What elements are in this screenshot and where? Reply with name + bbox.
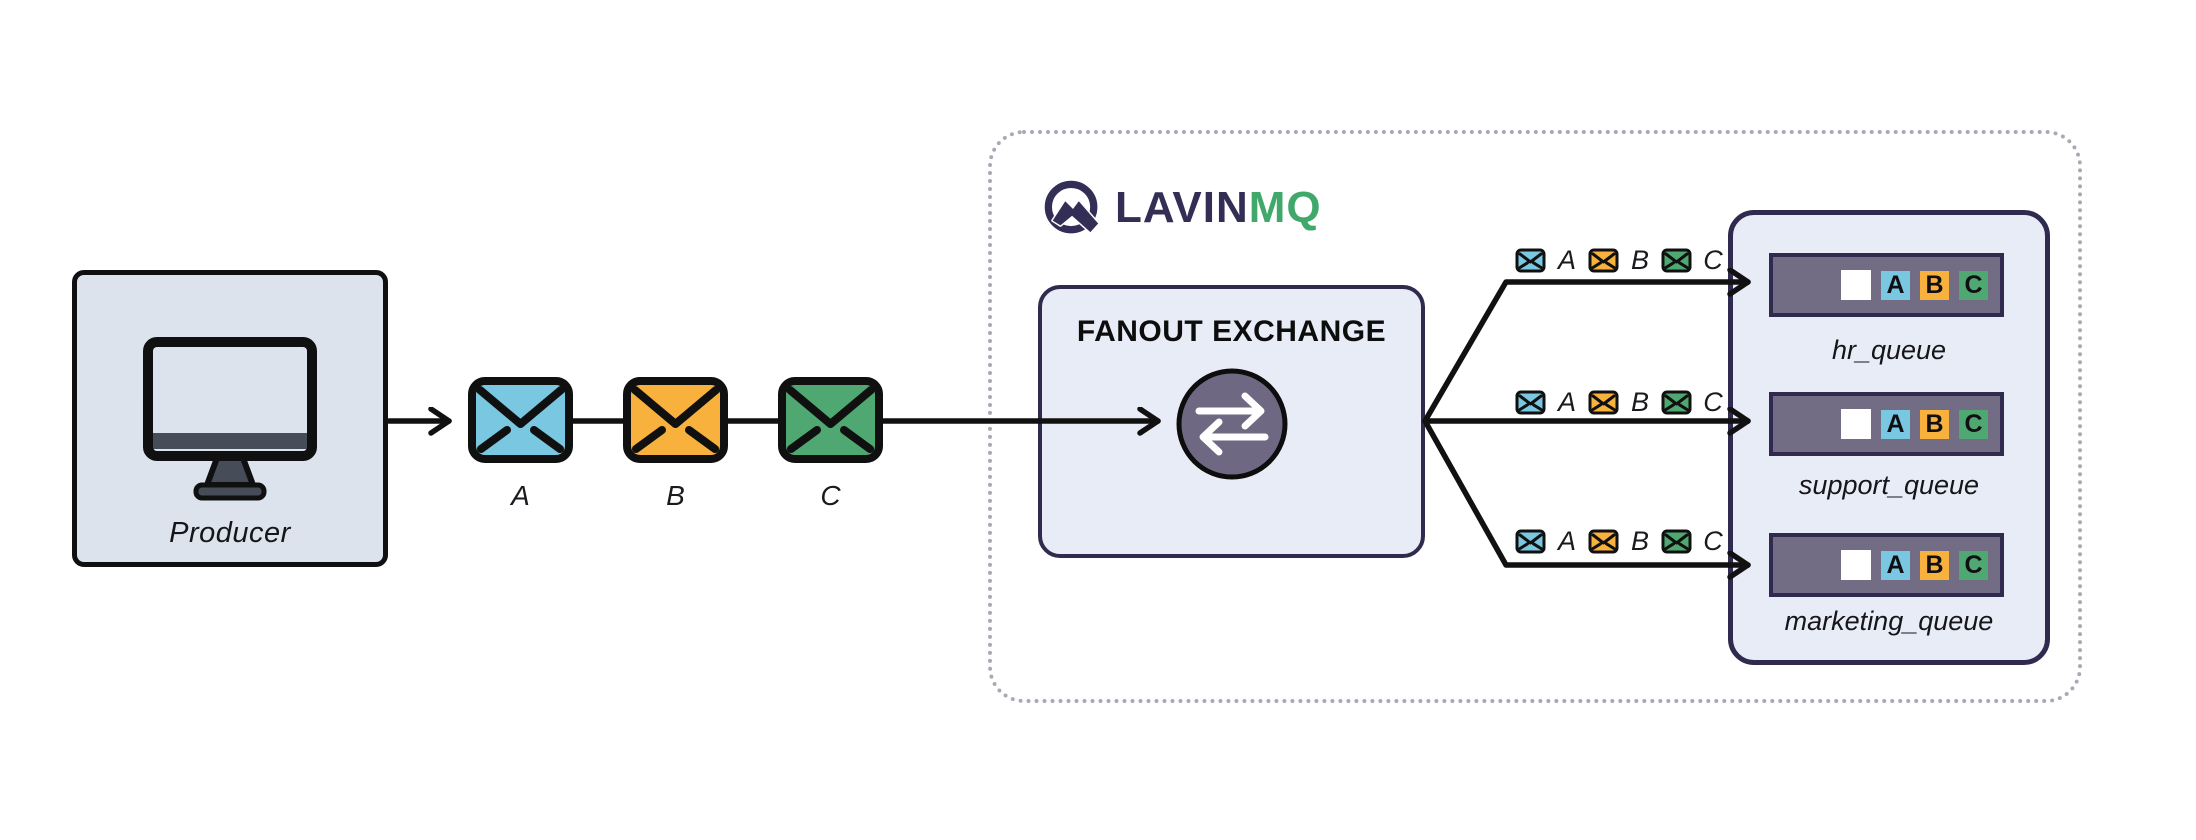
mini-envelope-b-icon: [1588, 390, 1619, 415]
queued-message-c: C: [1959, 550, 1988, 580]
queued-message-c: C: [1959, 270, 1988, 300]
queued-message-b: B: [1920, 409, 1949, 439]
fanout-exchange-box: FANOUT EXCHANGE: [1038, 285, 1425, 558]
message-b-label: B: [666, 480, 685, 511]
binding-labels-hr-queue: A B C: [1515, 245, 1724, 276]
exchange-arrows-icon: [1176, 368, 1287, 480]
message-envelope-b-icon: [623, 377, 728, 463]
logo-text-accent: MQ: [1248, 183, 1322, 232]
empty-message-slot: [1841, 550, 1871, 580]
lavinmq-wordmark: LAVINMQ: [1115, 183, 1322, 233]
queued-message-b: B: [1920, 550, 1949, 580]
empty-message-slot: [1841, 409, 1871, 439]
message-envelope-c-icon: [778, 377, 883, 463]
mini-envelope-a-icon: [1515, 529, 1546, 554]
message-c-label: C: [820, 480, 841, 511]
queued-message-b: B: [1920, 270, 1949, 300]
queued-message-a: A: [1881, 270, 1910, 300]
mini-envelope-b-icon: [1588, 248, 1619, 273]
lavinmq-logo: LAVINMQ: [1044, 179, 1322, 237]
mini-label-c: C: [1703, 387, 1723, 417]
mini-envelope-c-icon: [1661, 248, 1692, 273]
queue-bar-support: A B C: [1769, 392, 2004, 456]
message-a-label: A: [511, 480, 530, 511]
lavinmq-mountain-logo: [1044, 180, 1100, 234]
logo-text-primary: LAVIN: [1115, 183, 1249, 232]
queue-name-hr: hr_queue: [1831, 335, 1947, 365]
queued-message-a: A: [1881, 409, 1910, 439]
exchange-title: FANOUT EXCHANGE: [1076, 315, 1387, 348]
mini-label-c: C: [1703, 245, 1723, 275]
queue-bar-hr: A B C: [1769, 253, 2004, 317]
queue-bar-marketing: A B C: [1769, 533, 2004, 597]
queued-message-a: A: [1881, 550, 1910, 580]
mini-envelope-a-icon: [1515, 248, 1546, 273]
broker-dotted-region: [988, 130, 2082, 703]
mini-label-a: A: [1557, 245, 1576, 275]
mini-label-a: A: [1557, 387, 1576, 417]
producer-box: Producer: [72, 270, 388, 567]
mini-label-b: B: [1630, 526, 1649, 556]
mini-label-c: C: [1703, 526, 1723, 556]
queue-name-support: support_queue: [1798, 470, 1980, 500]
queued-message-c: C: [1959, 409, 1988, 439]
binding-labels-support-queue: A B C: [1515, 387, 1724, 418]
producer-label: Producer: [169, 517, 291, 549]
mini-envelope-c-icon: [1661, 529, 1692, 554]
empty-message-slot: [1841, 270, 1871, 300]
mini-label-b: B: [1630, 387, 1649, 417]
desktop-monitor-icon: [143, 337, 317, 501]
binding-labels-marketing-queue: A B C: [1515, 526, 1724, 557]
mini-label-a: A: [1557, 526, 1576, 556]
mini-envelope-c-icon: [1661, 390, 1692, 415]
mini-envelope-a-icon: [1515, 390, 1546, 415]
mini-label-b: B: [1630, 245, 1649, 275]
message-envelope-a-icon: [468, 377, 573, 463]
mini-envelope-b-icon: [1588, 529, 1619, 554]
queue-name-marketing: marketing_queue: [1784, 606, 1994, 636]
